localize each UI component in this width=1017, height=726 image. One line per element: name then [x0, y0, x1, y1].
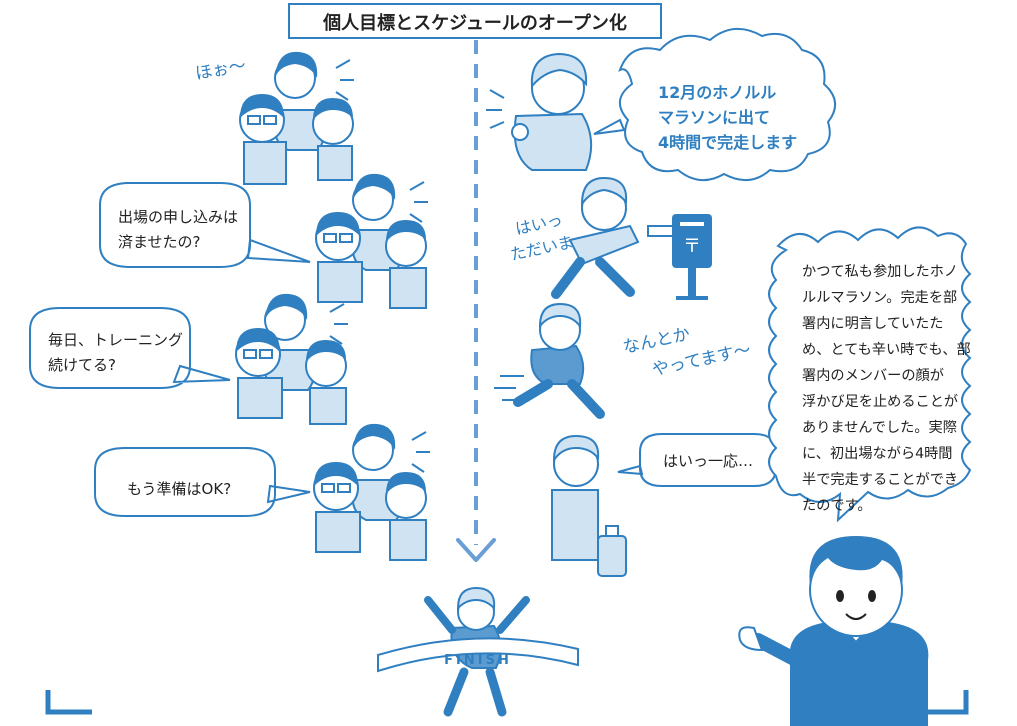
speech-bubble-right: はいっ一応…: [617, 433, 777, 487]
speech-bubble-3-line-1: もう準備はOK?: [127, 480, 231, 498]
narrator-line-9: 半で完走することができ: [802, 472, 958, 488]
postal-mark: 〒: [683, 236, 701, 257]
svg-text:はいっ: はいっ: [513, 210, 564, 239]
svg-text:はいっ一応…: はいっ一応…: [663, 452, 753, 470]
declaration-line-1: 12月のホノルル: [658, 83, 776, 102]
speech-bubble-2-line-1: 毎日、トレーニング: [48, 331, 183, 349]
finish-tape-text: FINISH: [444, 653, 512, 668]
postbox-icon: 〒: [672, 214, 712, 300]
speech-bubble-1-line-2: 済ませたの?: [118, 233, 201, 251]
posting-man: [551, 176, 679, 299]
colleague-group-3: [235, 293, 348, 425]
corner-bracket-right: [924, 690, 969, 715]
narrator-line-10: たのです。: [802, 498, 872, 514]
colleague-group-2: [315, 173, 428, 309]
left-sfx-text: ほぉ〜: [194, 56, 248, 85]
speech-bubble-1-line-1: 出場の申し込みは: [118, 208, 238, 226]
narrator-line-6: 浮かび足を止めることが: [802, 394, 958, 410]
narrator-man: [738, 536, 929, 726]
speech-bubble-1: 出場の申し込みは 済ませたの?: [99, 182, 311, 268]
colleague-group-4: [313, 423, 430, 561]
declaring-man: [486, 52, 593, 171]
declaration-line-2: マラソンに出て: [658, 108, 770, 127]
narrator-line-8: に、初出場ながら4時間: [802, 445, 952, 462]
svg-text:なんとか: なんとか: [621, 324, 692, 358]
speech-bubble-2: 毎日、トレーニング 続けてる?: [29, 307, 231, 389]
declaration-line-3: 4時間で完走します: [658, 133, 797, 152]
declaration-cloud: 12月のホノルル マラソンに出て 4時間で完走します: [593, 28, 836, 181]
title-text: 個人目標とスケジュールのオープン化: [322, 12, 627, 34]
narrator-line-4: め、とても辛い時でも、部: [802, 342, 971, 358]
speech-bubble-3: もう準備はOK?: [94, 447, 311, 517]
narrator-line-2: ルルマラソン。完走を部: [802, 290, 957, 306]
corner-bracket-left: [45, 690, 92, 715]
right-sfx-2: なんとか やってます〜: [621, 324, 753, 380]
down-arrow-icon: [456, 538, 496, 562]
finish-tape: FINISH: [377, 637, 579, 673]
traveling-man: [551, 434, 627, 577]
narrator-line-1: かつて私も参加したホノ: [802, 263, 958, 280]
finish-runner: [424, 586, 530, 717]
narrator-line-5: 署内のメンバーの顔が: [802, 368, 944, 384]
speech-bubble-2-line-2: 続けてる?: [48, 356, 116, 374]
colleague-group-1: [239, 51, 354, 185]
narrator-line-7: ありませんでした。実際: [802, 420, 957, 436]
title-box: 個人目標とスケジュールのオープン化: [288, 3, 662, 39]
right-sfx-1: はいっ ただいま: [509, 210, 576, 264]
narrator-box: かつて私も参加したホノ ルルマラソン。完走を部 署内に明言していたた め、とても…: [768, 226, 972, 523]
running-man: [494, 302, 605, 419]
narrator-line-3: 署内に明言していたた: [802, 316, 943, 332]
